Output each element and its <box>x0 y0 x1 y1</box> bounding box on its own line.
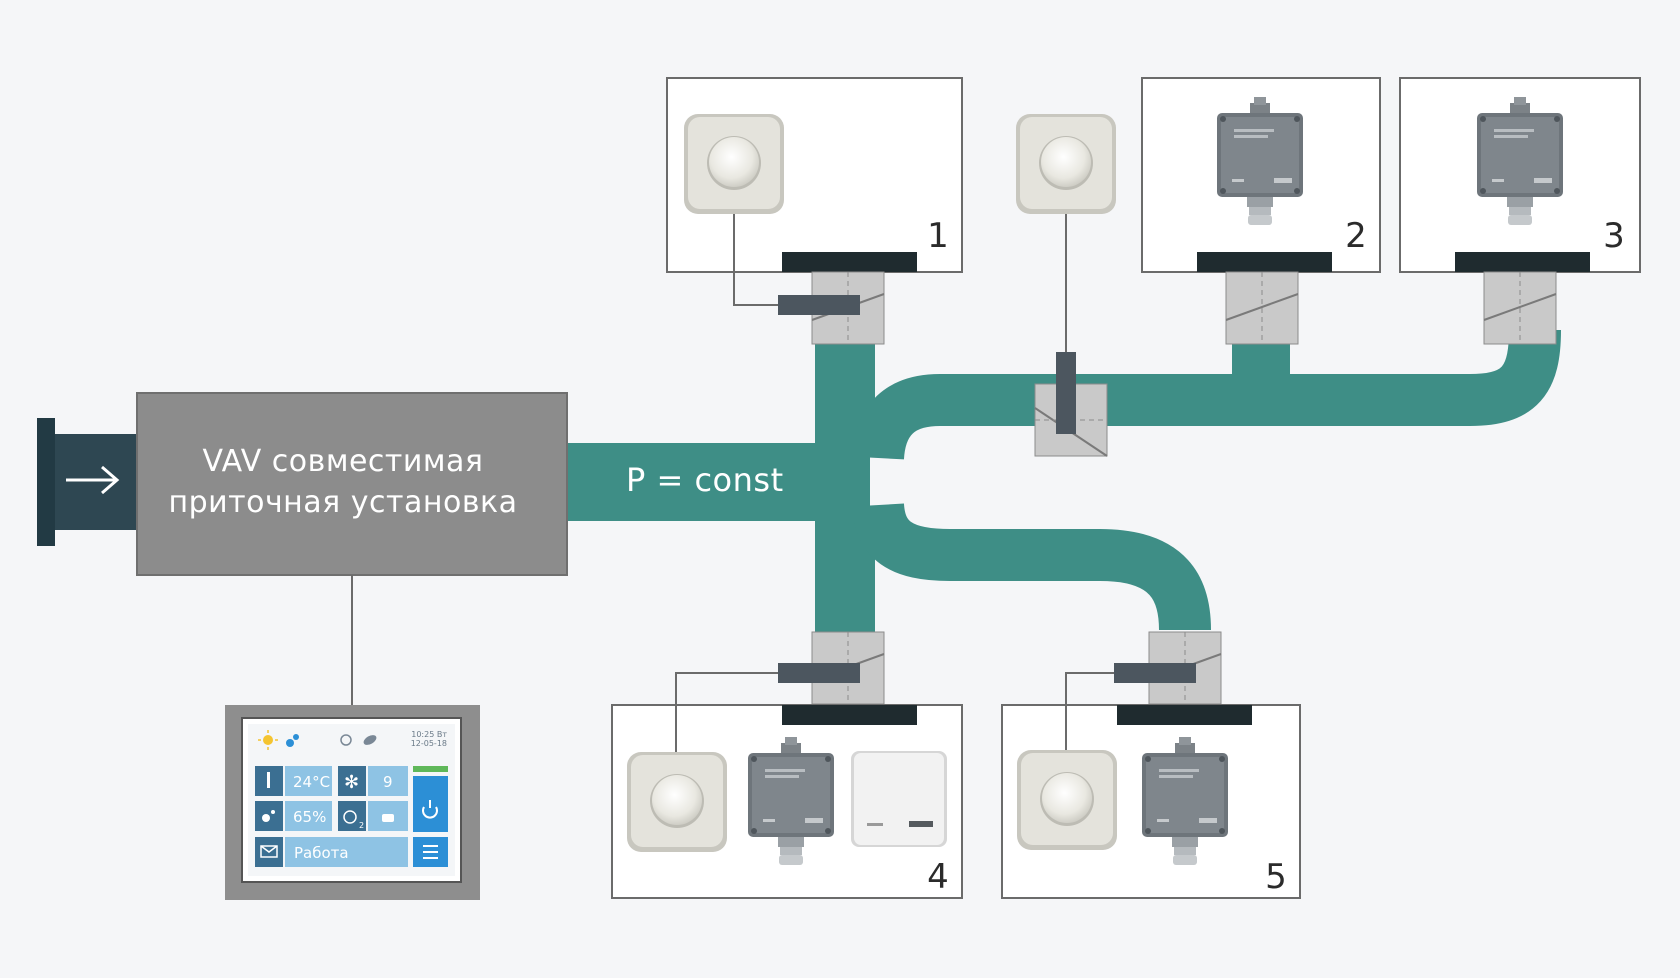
supply-unit-label-line1: VAV совместимая <box>203 444 484 479</box>
room-number: 4 <box>927 857 949 897</box>
alarm-clock-icon[interactable] <box>338 801 366 831</box>
temperature-value: 24°C <box>293 773 330 791</box>
room-number: 5 <box>1265 857 1287 897</box>
control-panel[interactable]: 10:25 Вт 12-05-18 24°C ✻ 9 65% 2 Работа <box>225 705 480 900</box>
sun-icon <box>258 730 278 750</box>
temperature-field[interactable] <box>285 766 332 796</box>
damper-actuator <box>778 663 860 683</box>
room-number: 2 <box>1345 216 1367 256</box>
status-field[interactable] <box>285 837 408 867</box>
pressure-label: P = const <box>626 461 784 499</box>
room-3: 3 <box>1399 77 1641 345</box>
refresh-icon <box>340 734 352 746</box>
supply-unit: VAV совместимая приточная установка <box>136 392 568 576</box>
room-number: 1 <box>927 216 949 256</box>
water-drop-icon <box>286 734 299 747</box>
panel-time: 10:25 Вт <box>411 730 447 739</box>
thermostat-icon <box>627 752 727 852</box>
inlet-duct <box>55 434 140 530</box>
panel-date: 12-05-18 <box>411 739 447 748</box>
diffuser <box>782 705 917 725</box>
damper-actuator <box>1114 663 1196 683</box>
branch-zone <box>1016 114 1116 457</box>
air-inlet <box>37 418 140 546</box>
inlet-flange <box>37 418 55 546</box>
room-1: 1 <box>666 77 963 345</box>
fan-icon[interactable] <box>338 766 366 796</box>
diffuser <box>1117 705 1252 725</box>
branch-room2 <box>1232 340 1290 400</box>
arrow-right-icon <box>66 465 120 495</box>
svg-text:✻: ✻ <box>344 772 359 793</box>
timer-index: 2 <box>359 821 364 830</box>
humidity-field[interactable] <box>285 801 332 831</box>
fan-speed-field[interactable] <box>368 766 408 796</box>
supply-unit-label-line2: приточная установка <box>168 485 517 520</box>
thermostat-icon <box>684 114 784 214</box>
thermostat-icon <box>1017 750 1117 850</box>
branch-upper <box>852 329 1561 461</box>
thermostat-icon <box>1016 114 1116 214</box>
control-wire <box>1065 672 1114 752</box>
room-2: 2 <box>1141 77 1381 345</box>
room-5: 5 <box>1001 631 1301 899</box>
duct-network <box>565 329 1561 637</box>
menu-icon <box>423 845 438 859</box>
status-indicator <box>413 766 448 772</box>
main-duct <box>565 443 870 521</box>
damper-actuator <box>778 295 860 315</box>
room-4: 4 <box>611 631 963 899</box>
control-wire <box>733 214 778 306</box>
supply-unit-box <box>136 392 568 576</box>
diffuser <box>1197 252 1332 272</box>
status-value: Работа <box>294 844 349 862</box>
branch-lower <box>852 502 1211 631</box>
power-icon <box>422 800 438 819</box>
humidity-value: 65% <box>293 808 326 826</box>
wall-sensor-icon <box>851 751 947 847</box>
leaf-icon <box>363 735 377 745</box>
diffuser <box>782 252 917 272</box>
room-number: 3 <box>1603 216 1625 256</box>
control-wire <box>675 672 778 752</box>
damper-actuator <box>1056 352 1076 434</box>
diffuser <box>1455 252 1590 272</box>
fan-speed-value: 9 <box>383 773 393 791</box>
